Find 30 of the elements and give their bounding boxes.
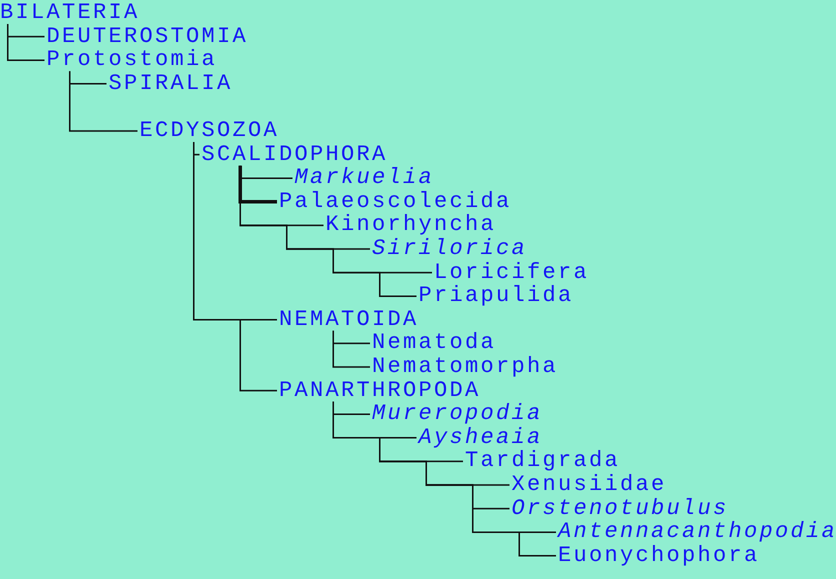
- taxon-label: Loricifera: [434, 262, 590, 284]
- taxon-label: Aysheaia: [418, 426, 543, 449]
- tree-branch: [332, 402, 556, 557]
- taxon-label: DEUTEROSTOMIA: [46, 26, 248, 48]
- tree-branch: [7, 24, 44, 61]
- taxon-label: Protostomia: [46, 49, 218, 72]
- tree-branch: [332, 330, 370, 368]
- taxon-label: BILATERIA: [0, 2, 140, 24]
- taxon-label: Orstenotubulus: [512, 498, 729, 520]
- taxon-label: Antennacanthopodia: [558, 521, 836, 544]
- taxon-label: Tardigrada: [465, 450, 620, 472]
- tree-branch: [69, 71, 138, 132]
- taxon-label: Euonychophora: [558, 544, 760, 567]
- taxon-label: SCALIDOPHORA: [202, 144, 388, 166]
- taxon-label: SPIRALIA: [108, 72, 233, 95]
- taxon-label: Nematomorpha: [372, 356, 558, 378]
- taxon-label: ECDYSOZOA: [140, 120, 280, 142]
- tree-branch: [193, 142, 277, 392]
- taxon-label: Priapulida: [418, 285, 574, 308]
- taxon-label: Mureropodia: [372, 403, 543, 426]
- taxon-label: Xenusiidae: [512, 474, 667, 496]
- taxon-label: PANARTHROPODA: [279, 380, 481, 402]
- taxon-label: Sirilorica: [372, 238, 528, 260]
- taxon-label: Markuelia: [294, 167, 434, 190]
- tree-branch: [238, 166, 277, 204]
- taxon-label: Kinorhyncha: [326, 214, 496, 236]
- taxon-label: NEMATOIDA: [279, 308, 419, 331]
- taxon-label: Nematoda: [372, 332, 496, 354]
- taxon-label: Palaeoscolecida: [279, 190, 512, 213]
- tree-branch: [240, 166, 416, 297]
